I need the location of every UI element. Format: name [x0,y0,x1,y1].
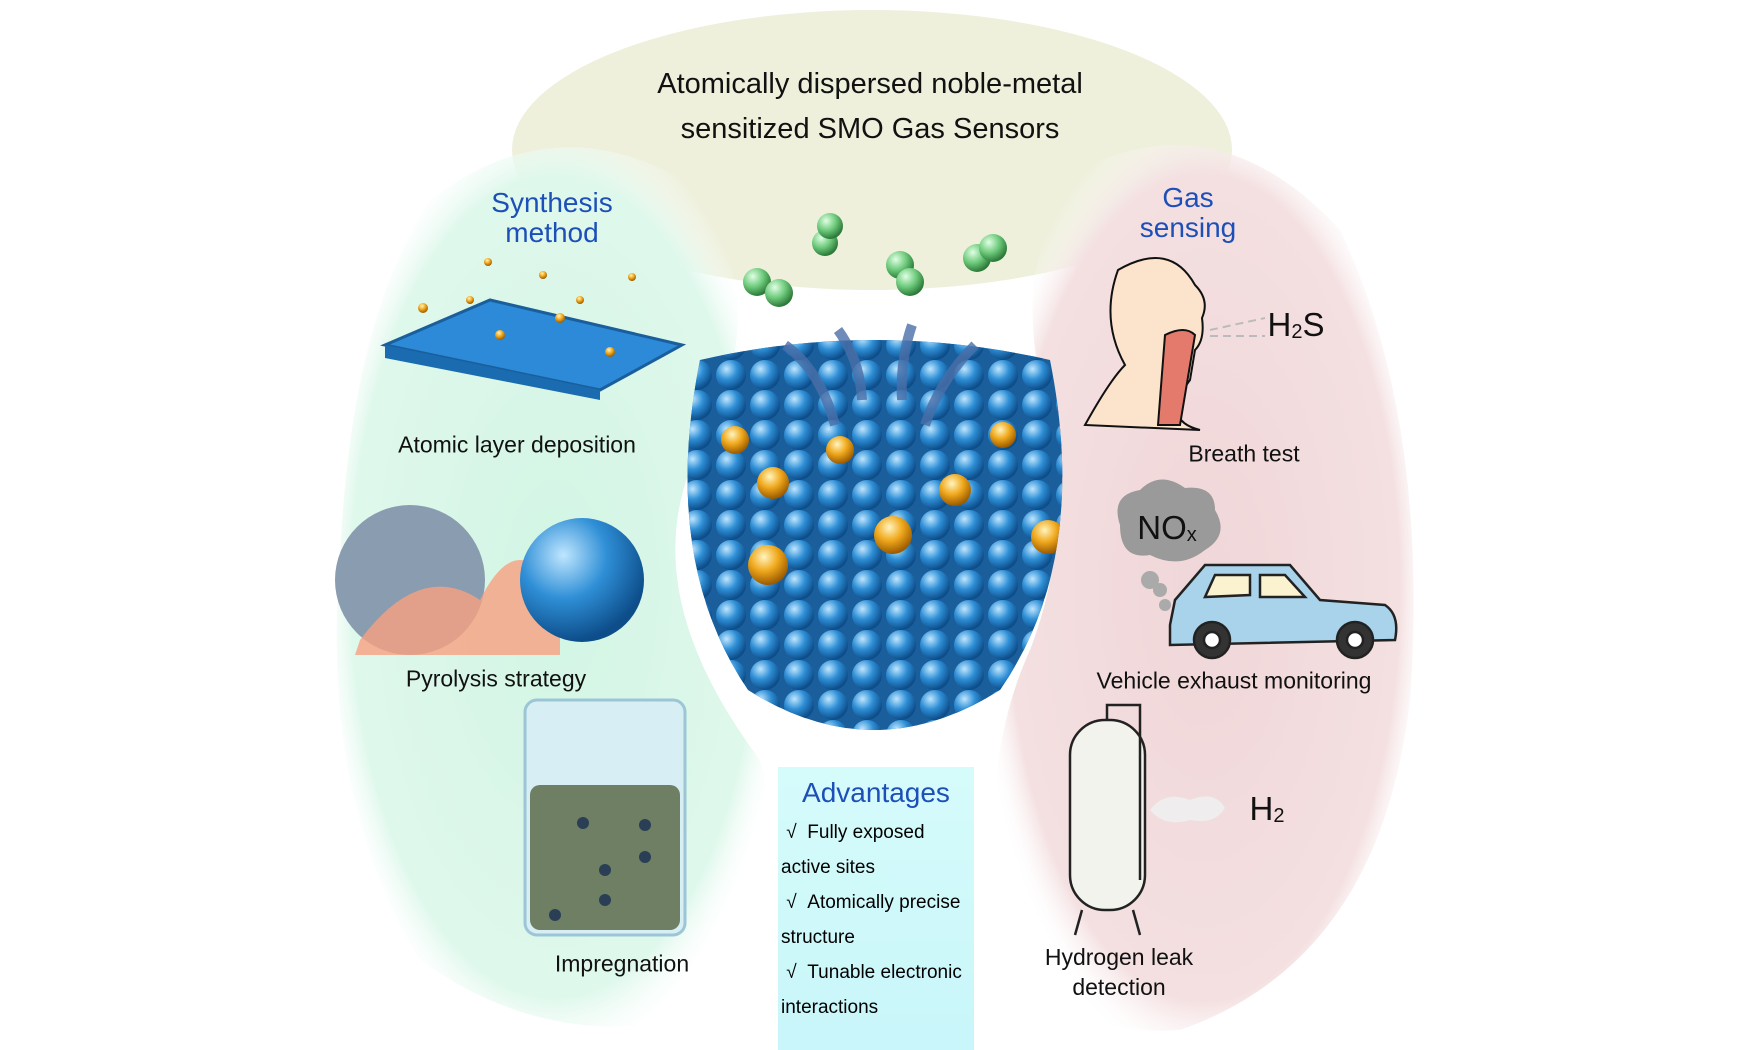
exhaust-cloud [1117,479,1221,562]
gas-sensing-heading-line-1: Gas [1162,182,1214,213]
gas-flow-arrows [781,323,979,427]
hydrogen-tank-illustration [1068,703,1147,936]
title-line-1: Atomically dispersed noble-metal [657,68,1083,100]
advantage-line: Tunable electronic [807,962,962,983]
check-icon: √ [786,892,797,913]
atomic-layer-deposition-illustration [380,258,687,400]
synthesis-heading-line-1: Synthesis [491,187,613,218]
method-impregnation-label: Impregnation [554,950,690,977]
title-line-2: sensitized SMO Gas Sensors [680,113,1060,145]
advantage-line: Atomically precise [807,892,961,913]
advantage-item: √ Tunable electronic interactions [778,955,974,1025]
h2-formula: H2 [1249,790,1285,827]
synthesis-heading-line-2: method [505,217,599,248]
vehicle-exhaust-label: Vehicle exhaust monitoring [1096,667,1372,694]
exhaust-puffs [1141,571,1171,611]
method-pyrolysis-label: Pyrolysis strategy [405,665,587,692]
advantage-line: Fully exposed [807,822,925,843]
gas-molecules [743,213,1007,307]
advantage-item: √ Fully exposed active sites [778,815,974,885]
pyrolysis-illustration [335,505,644,655]
advantage-line: structure [781,927,855,948]
method-ald-label: Atomic layer deposition [398,431,636,458]
breath-lines [1209,317,1266,337]
human-head-illustration [1083,257,1206,431]
car-illustration [1168,563,1398,660]
advantage-line: interactions [781,997,879,1018]
breath-test-label: Breath test [1188,440,1300,467]
check-icon: √ [786,822,797,843]
hydrogen-cloud [1150,796,1225,823]
synthesis-heading: Synthesis method [491,188,612,248]
beaker-illustration [523,698,687,937]
catalyst-surface-illustration [687,340,1063,730]
advantages-box: Advantages √ Fully exposed active sites √… [778,767,974,1050]
h2s-formula: H2S [1267,306,1325,343]
diagram-title: Atomically dispersed noble-metal sensiti… [657,62,1083,152]
hydrogen-leak-label: Hydrogen leak detection [1045,942,1193,1002]
advantages-heading: Advantages [802,777,950,808]
nox-formula: NOx [1137,509,1197,546]
check-icon: √ [786,962,797,983]
advantage-item: √ Atomically precise structure [778,885,974,955]
gas-sensing-heading-line-2: sensing [1139,212,1237,243]
advantage-line: active sites [781,857,875,878]
hydrogen-leak-label-line-1: Hydrogen leak [1044,944,1194,970]
gas-sensing-heading: Gas sensing [1140,183,1237,243]
hydrogen-leak-label-line-2: detection [1072,974,1166,1000]
